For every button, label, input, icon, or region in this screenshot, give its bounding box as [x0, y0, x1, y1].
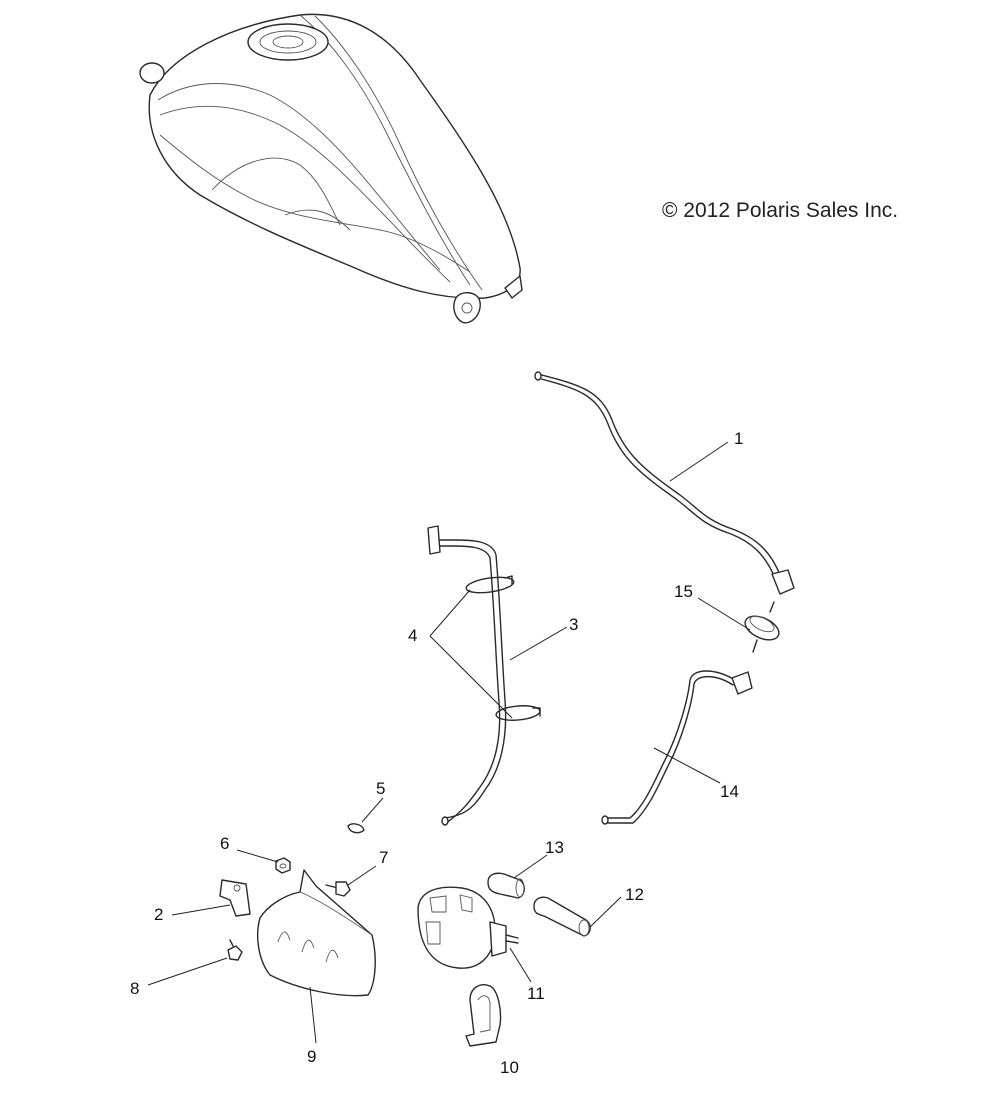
callout-8: 8: [130, 979, 139, 998]
callout-15: 15: [674, 582, 693, 601]
callout-9: 9: [307, 1047, 316, 1066]
clamps-part-4: [465, 575, 541, 721]
callout-1: 1: [734, 429, 743, 448]
callout-7: 7: [379, 848, 388, 867]
fuel-tank: [139, 13, 523, 324]
bolt-part-7: [325, 881, 351, 897]
callout-11: 11: [527, 984, 545, 1003]
callout-5: 5: [376, 779, 385, 798]
callout-10: 10: [500, 1058, 519, 1077]
sleeve-part-13: [487, 872, 525, 899]
callout-12: 12: [625, 885, 644, 904]
hose-part-3: [427, 525, 507, 826]
callout-2: 2: [154, 905, 163, 924]
callout-6: 6: [220, 834, 229, 853]
clip-bracket-part-10: [465, 984, 502, 1047]
bolt-part-8: [227, 939, 243, 961]
tube-part-12: [533, 896, 591, 937]
nut-part-6: [275, 857, 291, 874]
callout-3: 3: [569, 615, 578, 634]
clip-part-5: [347, 823, 365, 834]
leader-lines: [147, 441, 751, 1044]
callout-4: 4: [408, 626, 417, 645]
callout-14: 14: [720, 782, 739, 801]
check-valve-part-15: [744, 601, 780, 653]
hose-part-14: [601, 670, 753, 825]
canister-shroud-part-9: [257, 869, 376, 997]
bracket-part-2: [219, 879, 251, 917]
copyright-notice: © 2012 Polaris Sales Inc.: [662, 199, 899, 222]
vent-hose-part-1: [534, 371, 795, 595]
filter-part-11: [417, 886, 519, 969]
callout-13: 13: [545, 838, 564, 857]
